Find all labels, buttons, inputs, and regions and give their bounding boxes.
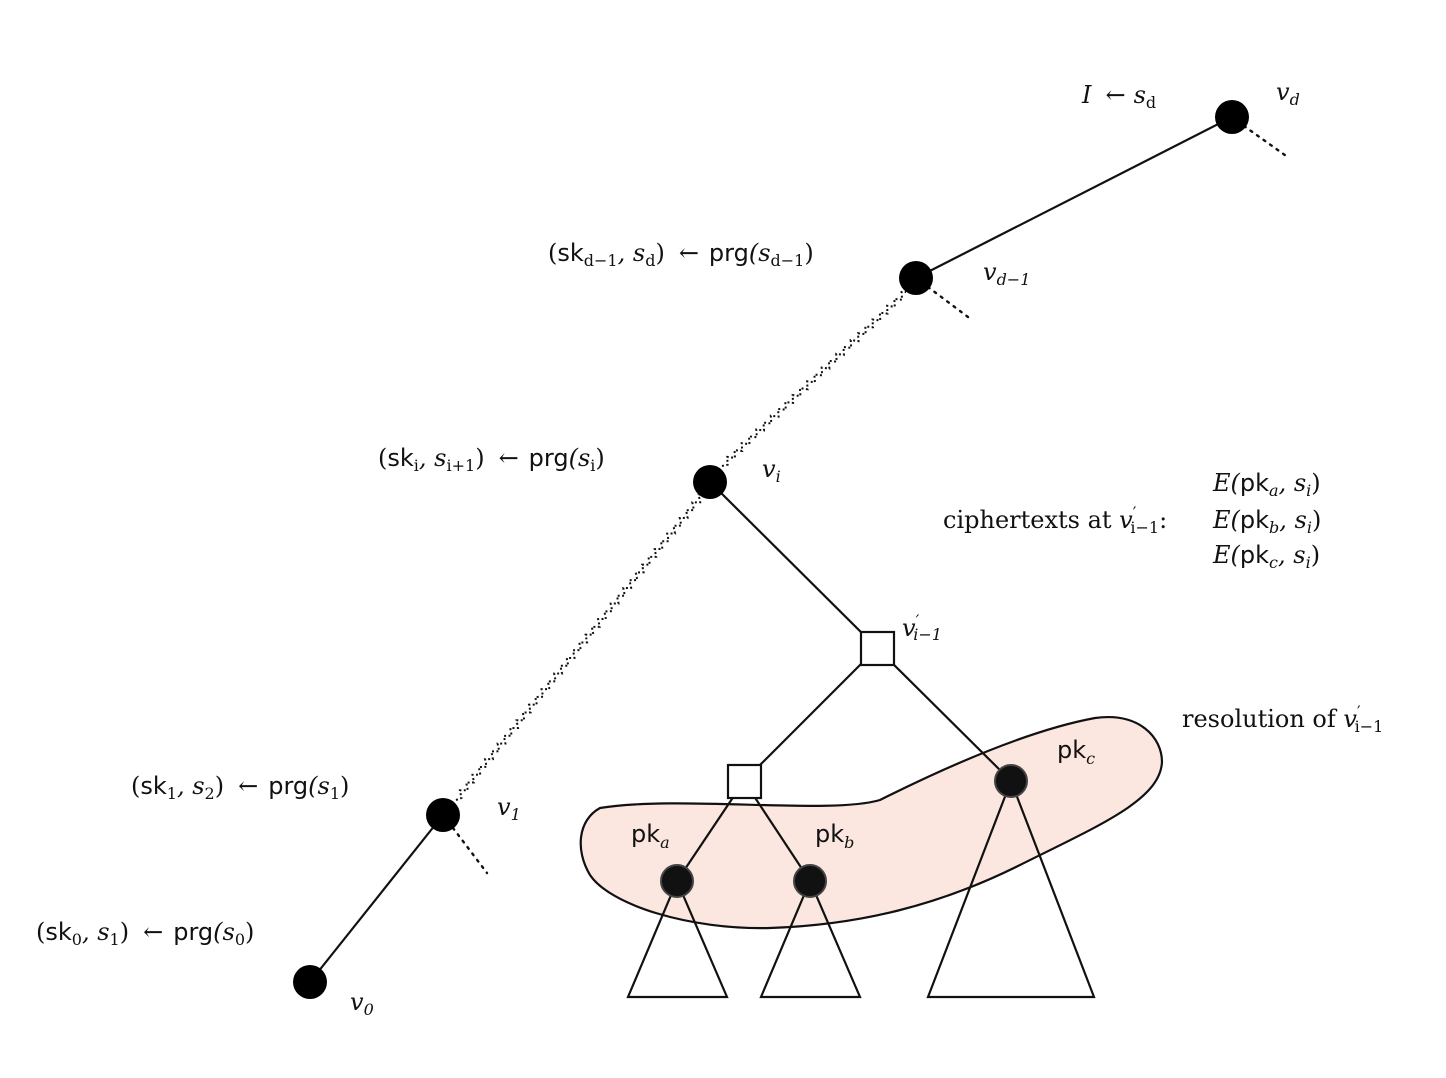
edge-vprime-pkc — [876, 647, 1012, 782]
label-pkc: pkc — [1057, 736, 1095, 768]
node-vd1 — [899, 261, 933, 295]
ciphertext-b: E(pkb, si) — [1212, 506, 1321, 537]
ciphertext-a: E(pka, si) — [1212, 469, 1321, 500]
node-pka — [660, 864, 694, 898]
dots-vd — [1242, 124, 1291, 160]
subtree-pkb — [759, 878, 862, 999]
node-v0 — [293, 965, 327, 999]
label-vd: vd — [1276, 78, 1300, 109]
edge-vprime-square2 — [743, 647, 878, 782]
node-square-2 — [726, 763, 763, 800]
subtree-pka — [626, 878, 729, 999]
wavy-vi-vd1 — [721, 291, 906, 467]
node-vi — [693, 465, 727, 499]
equation-vd: I←sd — [1081, 81, 1156, 112]
dots-vd1 — [926, 285, 974, 322]
label-v1: v1 — [497, 793, 521, 824]
node-v1 — [426, 798, 460, 832]
label-vprime: v′i−1 — [902, 611, 942, 644]
node-pkb — [793, 864, 827, 898]
dots-v1 — [451, 826, 489, 875]
equation-vi: (ski, si+1)←prg(si) — [378, 444, 605, 475]
node-vd — [1215, 100, 1249, 134]
node-pkc — [994, 764, 1028, 798]
equation-vd1: (skd−1, sd)←prg(sd−1) — [548, 239, 814, 270]
edge-vi-vprime — [709, 481, 878, 649]
node-vprime-square — [859, 630, 896, 667]
equation-v0: (sk0, s1)←prg(s0) — [36, 918, 254, 949]
ciphertexts-label: ciphertexts at v′i−1: — [943, 503, 1167, 537]
edge-v0-v1 — [309, 814, 444, 983]
label-pka: pka — [631, 820, 670, 852]
label-pkb: pkb — [815, 820, 854, 852]
edge-vd1-vd — [915, 116, 1233, 279]
wavy-v1-vi — [455, 493, 704, 801]
label-vd1: vd−1 — [983, 258, 1030, 289]
label-vi: vi — [762, 455, 781, 486]
subtree-pkc — [926, 777, 1096, 999]
equation-v1: (sk1, s2)←prg(s1) — [131, 772, 349, 803]
ciphertext-c: E(pkc, si) — [1212, 541, 1320, 572]
label-v0: v0 — [350, 988, 374, 1019]
resolution-label: resolution of v′i−1 — [1182, 702, 1383, 736]
